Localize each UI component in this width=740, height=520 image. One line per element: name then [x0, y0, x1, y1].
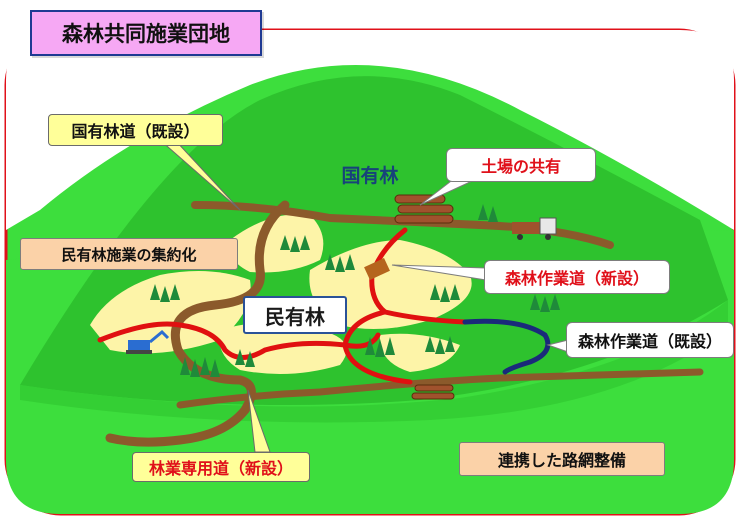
- label-forestry-road-new: 林業専用道（新設）: [132, 452, 310, 482]
- label-national-forest-road: 国有林道（既設）: [48, 114, 223, 146]
- log-pile-landing: [394, 194, 454, 224]
- label-private-forest: 民有林: [243, 296, 347, 334]
- page-title: 森林共同施業団地: [30, 10, 262, 56]
- excavator: [126, 329, 170, 354]
- label-private-forest-consolidation: 民有林施業の集約化: [20, 238, 238, 270]
- forestry-road-new: [105, 200, 290, 447]
- forwarder: [364, 258, 390, 280]
- forest-work-road-new-center: [369, 227, 468, 325]
- label-landing-shared: 土場の共有: [446, 148, 596, 182]
- sky-area: [6, 30, 734, 230]
- log-truck: [512, 217, 557, 240]
- label-linked-network: 連携した路網整備: [459, 442, 665, 476]
- log-pile-lower: [411, 384, 455, 400]
- mountain-lower-slope: [20, 300, 728, 423]
- label-forest-work-road-existing: 森林作業道（既設）: [566, 322, 734, 358]
- forest-work-road-new-branch: [342, 309, 413, 385]
- tree-clusters: [150, 204, 560, 377]
- label-forest-work-road-new: 森林作業道（新設）: [484, 260, 670, 294]
- label-national-forest: 国有林: [341, 164, 399, 187]
- lower-road: [176, 368, 704, 409]
- forest-work-road-existing: [462, 318, 551, 375]
- clearing-upper: [229, 214, 324, 273]
